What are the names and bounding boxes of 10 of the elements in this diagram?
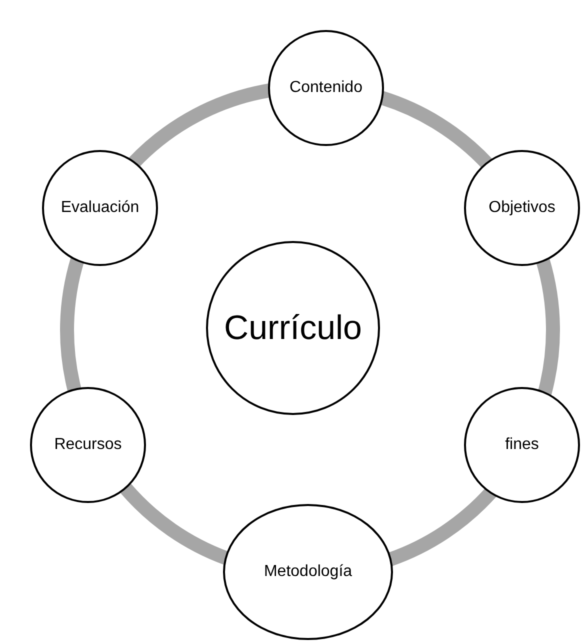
- node-label: Metodología: [264, 563, 352, 581]
- node-label: Objetivos: [488, 199, 556, 217]
- node-label: Recursos: [54, 436, 122, 454]
- node-label: fines: [505, 436, 539, 454]
- connector-arc: [386, 486, 496, 566]
- connector-arc: [536, 258, 560, 396]
- node-label: Evaluación: [60, 199, 140, 217]
- connector-arc: [60, 258, 84, 391]
- node-label: Contenido: [290, 79, 362, 97]
- node-label: Currículo: [224, 308, 362, 348]
